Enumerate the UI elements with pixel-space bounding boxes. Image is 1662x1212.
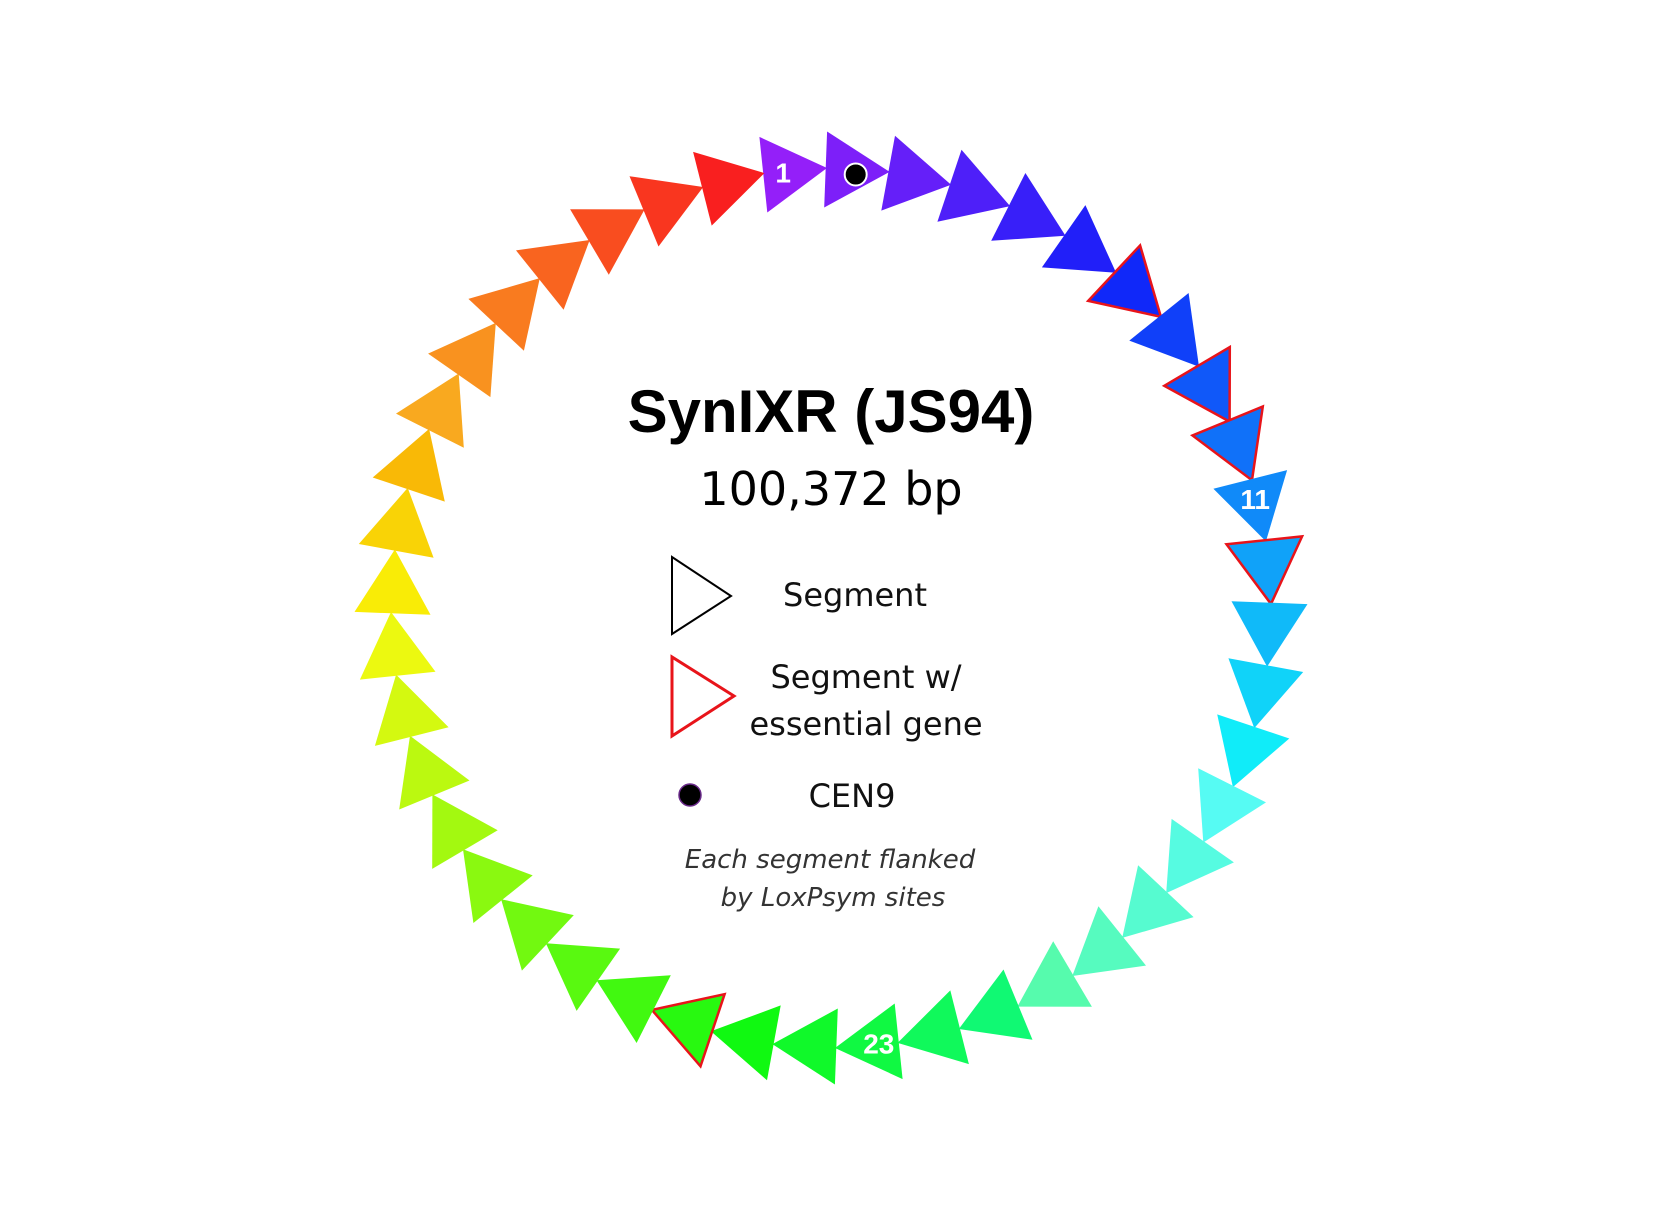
segment-20 — [1017, 941, 1092, 1007]
centromere-legend-label: CEN9 — [809, 777, 896, 815]
segment-34 — [359, 612, 436, 680]
loxpsym-note-line2: by LoxPsym sites — [721, 883, 946, 913]
segment-38 — [396, 373, 464, 448]
segment-39 — [428, 322, 496, 398]
segment-4 — [937, 149, 1011, 222]
segment-17 — [1166, 818, 1234, 894]
essential-legend-label-line2: essential gene — [749, 705, 982, 743]
segment-24 — [772, 1008, 838, 1085]
segment-43 — [629, 176, 704, 247]
segment-16 — [1198, 768, 1266, 843]
segment-legend-label: Segment — [783, 576, 927, 614]
segment-14 — [1228, 658, 1304, 729]
legend: Segment Segment w/ essential gene CEN9 E… — [670, 555, 983, 913]
segment-15 — [1217, 714, 1290, 788]
segment-1 — [759, 136, 827, 213]
segment-31 — [432, 794, 498, 869]
segment-27 — [596, 975, 671, 1043]
segment-44 — [693, 151, 765, 226]
centromere-legend-icon — [678, 783, 702, 807]
segment-41 — [516, 240, 590, 310]
essential-segment-10 — [1189, 404, 1265, 483]
segment-13 — [1231, 601, 1308, 667]
segment-25 — [710, 1005, 781, 1081]
map-title: SynIXR (JS94) — [628, 378, 1035, 445]
essential-legend-label-line1: Segment w/ — [770, 658, 961, 696]
essential-segment-12 — [1224, 534, 1305, 607]
segment-33 — [374, 674, 449, 746]
segment-32 — [399, 735, 470, 810]
centromere-marker — [843, 162, 868, 187]
segment-28 — [545, 943, 621, 1011]
segment-35 — [354, 549, 431, 615]
segment-19 — [1072, 906, 1146, 976]
segment-18 — [1122, 865, 1194, 938]
essential-segment-26 — [649, 992, 727, 1069]
segment-22 — [897, 990, 969, 1065]
segment-3 — [881, 135, 952, 211]
map-size-label: 100,372 bp — [699, 462, 962, 516]
essential-segment-9 — [1161, 344, 1232, 424]
segment-11 — [1213, 470, 1288, 542]
segment-number-label: 11 — [1240, 484, 1270, 515]
segment-37 — [372, 428, 445, 502]
segment-23 — [835, 1003, 903, 1080]
loxpsym-note-line1: Each segment flanked — [685, 845, 976, 875]
segment-40 — [468, 278, 540, 351]
segment-6 — [1041, 205, 1117, 273]
segment-36 — [358, 487, 434, 558]
segment-number-label: 23 — [863, 1028, 894, 1059]
segment-30 — [463, 849, 533, 923]
segment-42 — [570, 209, 645, 275]
segment-8 — [1129, 293, 1199, 367]
segment-21 — [958, 969, 1033, 1040]
segment-5 — [991, 173, 1066, 241]
essential-segment-7 — [1085, 242, 1163, 319]
essential-segment-legend-icon — [670, 654, 737, 739]
segment-29 — [501, 899, 574, 971]
segment-number-label: 1 — [775, 158, 791, 189]
segment-legend-icon — [671, 555, 733, 636]
